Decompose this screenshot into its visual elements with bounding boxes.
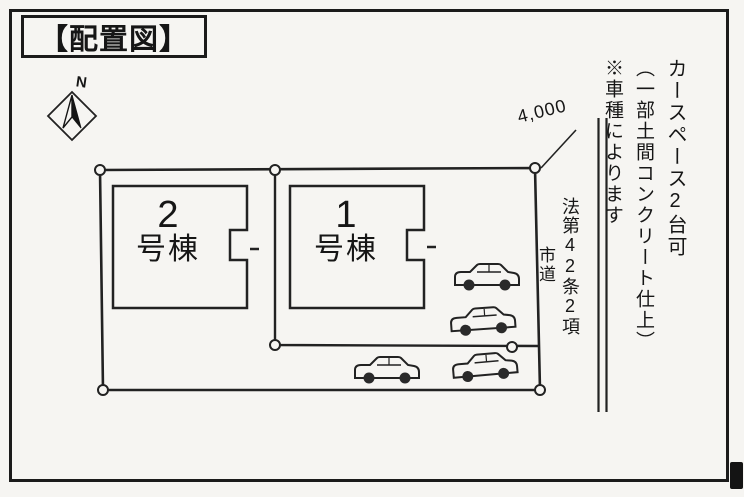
lot-corner-marker [269,339,281,351]
building-2-outline [111,184,249,310]
building-1-outline [288,184,426,310]
outer-frame [9,9,729,482]
building-2-suffix: 号棟 [136,232,200,266]
note-car-type-disclaimer: ※車種によります [602,58,623,226]
compass-icon [46,90,98,142]
lot-corner-marker [269,164,281,176]
building-2-number: 2 [157,194,179,236]
car-icon [454,263,520,292]
lot-corner-marker [529,162,541,174]
road-edge-lines [597,118,608,412]
road-type-label: 市道 [536,246,555,284]
lot-corner-marker [534,384,546,396]
car-icon [354,356,420,385]
scan-artifact [730,462,743,489]
car-icon [449,304,517,338]
note-car-space: カースペース2台可 [664,58,686,258]
car-icon [450,350,520,385]
lot-corner-marker [97,384,109,396]
lot-corner-marker [94,164,106,176]
building-1-suffix: 号棟 [314,232,378,266]
title-box: 【配置図】 [21,15,207,58]
note-concrete-finish: （一部土間コンクリート仕上） [633,58,654,352]
building-1-number: 1 [335,194,357,236]
building-1-label: 1 号棟 [296,196,396,265]
building-2-label: 2 号棟 [118,196,218,265]
road-law-label: 法第42条2項 [560,197,580,336]
page-title: 【配置図】 [38,23,189,56]
lot-corner-marker [506,341,518,353]
notes-block: カースペース2台可 （一部土間コンクリート仕上） ※車種によります [595,58,694,408]
dimension-leader-line [540,129,577,169]
